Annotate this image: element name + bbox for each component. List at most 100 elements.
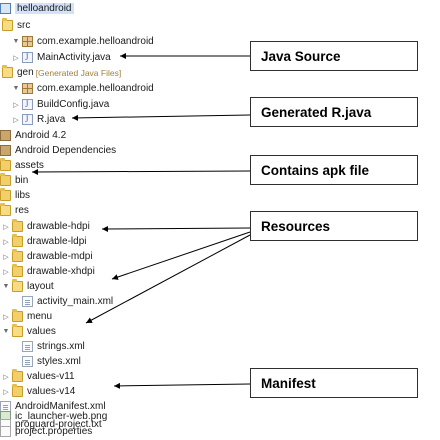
gen-package-label: com.example.helloandroid [37,83,154,94]
chevron-right-icon[interactable]: ▷ [3,268,9,276]
android-lib-label: Android 4.2 [15,130,67,141]
tree-row-rjava[interactable]: ▷ R.java [12,111,65,128]
chevron-right-icon[interactable]: ▷ [13,101,19,109]
library-icon [0,145,11,156]
xml-file-icon [22,341,33,352]
libs-label: libs [15,190,31,201]
tree-row-drawable-xhdpi[interactable]: ▷ drawable-xhdpi [2,263,95,280]
android-deps-label: Android Dependencies [15,145,117,156]
project-icon [0,3,11,14]
tree-row-src-package[interactable]: ▼ com.example.helloandroid [12,33,154,50]
folder-icon [0,173,11,186]
chevron-right-icon[interactable]: ▷ [3,388,9,396]
manifest-label: AndroidManifest.xml [15,401,106,412]
tree-row-styles[interactable]: styles.xml [22,353,81,370]
chevron-right-icon[interactable]: ▷ [3,313,9,321]
tree-row-values-v14[interactable]: ▷ values-v14 [2,383,75,400]
tree-row-values[interactable]: ▼ values [2,323,56,340]
folder-open-icon [12,324,23,337]
bin-label: bin [15,175,29,186]
chevron-right-icon[interactable]: ▷ [13,116,19,124]
callout-generated-r: Generated R.java [250,97,418,127]
folder-icon [12,219,23,232]
library-icon [0,130,11,141]
buildconfig-label: BuildConfig.java [37,99,110,110]
tree-row-libs[interactable]: libs [0,187,30,204]
folder-icon [12,264,23,277]
folder-open-icon [12,279,23,292]
callout-resources: Resources [250,211,418,241]
xml-file-icon [22,296,33,307]
arrow-manifest [113,382,251,389]
styles-label: styles.xml [37,356,81,367]
src-package-label: com.example.helloandroid [37,36,154,47]
layout-label: layout [27,281,54,292]
res-label: res [15,205,29,216]
package-icon [22,83,33,94]
chevron-right-icon[interactable]: ▷ [3,253,9,261]
callout-java-source-text: Java Source [261,48,341,64]
tree-row-assets[interactable]: assets [0,157,44,174]
tree-row-android-deps[interactable]: Android Dependencies [0,142,116,159]
tree-row-res[interactable]: res [0,202,29,219]
project-root-label: helloandroid [15,3,74,14]
values-label: values [27,326,56,337]
drawable-ldpi-label: drawable-ldpi [27,236,87,247]
folder-open-icon [2,65,13,78]
arrow-resources-drawable [101,225,251,232]
callout-java-source: Java Source [250,41,418,71]
tree-row-mainactivity[interactable]: ▷ MainActivity.java [12,49,111,66]
arrow-generated-r [71,114,251,121]
proguard-label: proguard-project.txt [15,419,102,430]
arrow-resources-values [85,234,251,324]
folder-icon [12,369,23,382]
assets-label: assets [15,160,44,171]
activity-main-label: activity_main.xml [37,296,114,307]
chevron-right-icon[interactable]: ▷ [3,238,9,246]
tree-row-drawable-mdpi[interactable]: ▷ drawable-mdpi [2,248,93,265]
java-file-icon [22,99,33,110]
arrow-apk [31,168,251,175]
tree-row-gen[interactable]: gen [Generated Java Files] [2,64,121,81]
chevron-down-icon[interactable]: ▼ [2,283,10,290]
values-v11-label: values-v11 [27,371,75,382]
tree-row-activity-main[interactable]: activity_main.xml [22,293,113,310]
callout-generated-r-text: Generated R.java [261,104,372,120]
text-file-icon [0,426,11,437]
package-explorer-tree: helloandroid src ▼ com.example.helloandr… [0,0,240,440]
tree-row-project-properties[interactable]: project.properties [0,423,92,440]
tree-row-drawable-ldpi[interactable]: ▷ drawable-ldpi [2,233,86,250]
tree-row-gen-package[interactable]: ▼ com.example.helloandroid [12,80,154,97]
tree-row-buildconfig[interactable]: ▷ BuildConfig.java [12,96,109,113]
chevron-down-icon[interactable]: ▼ [12,85,20,92]
callout-resources-text: Resources [261,218,331,234]
tree-row-android-lib[interactable]: Android 4.2 [0,127,66,144]
chevron-right-icon[interactable]: ▷ [3,373,9,381]
ic-launcher-label: ic_launcher-web.png [15,411,108,422]
tree-row-bin[interactable]: bin [0,172,28,189]
tree-row-menu[interactable]: ▷ menu [2,308,52,325]
folder-icon [12,309,23,322]
folder-icon [12,249,23,262]
drawable-mdpi-label: drawable-mdpi [27,251,93,262]
tree-row-helloandroid[interactable]: helloandroid [0,0,74,17]
chevron-down-icon[interactable]: ▼ [2,328,10,335]
folder-icon [12,234,23,247]
tree-row-values-v11[interactable]: ▷ values-v11 [2,368,75,385]
mainactivity-label: MainActivity.java [37,52,111,63]
tree-row-src[interactable]: src [2,17,30,34]
strings-label: strings.xml [37,341,85,352]
folder-open-icon [2,18,13,31]
tree-row-strings[interactable]: strings.xml [22,338,85,355]
tree-row-drawable-hdpi[interactable]: ▷ drawable-hdpi [2,218,90,235]
folder-icon [12,384,23,397]
arrow-resources-layout [111,231,251,280]
menu-label: menu [27,311,53,322]
chevron-right-icon[interactable]: ▷ [13,54,19,62]
tree-row-layout[interactable]: ▼ layout [2,278,54,295]
java-file-icon [22,52,33,63]
chevron-down-icon[interactable]: ▼ [12,38,20,45]
chevron-right-icon[interactable]: ▷ [3,223,9,231]
folder-open-icon [0,203,11,216]
callout-manifest-text: Manifest [261,375,316,391]
